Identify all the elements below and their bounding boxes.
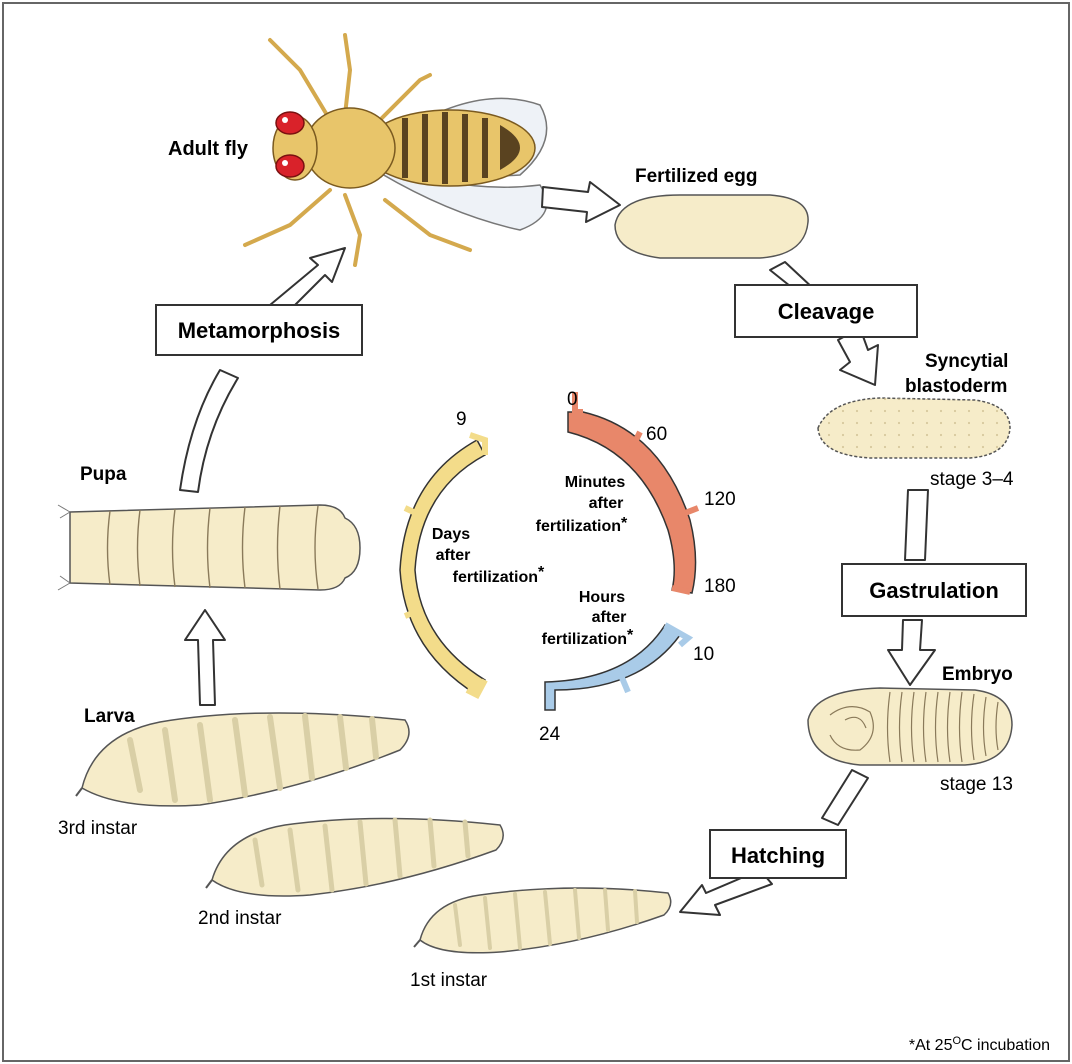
process-hatching: Hatching: [731, 843, 825, 868]
days-caption-1: Days: [432, 526, 470, 543]
box-cleavage: Cleavage: [735, 285, 917, 337]
hours-caption-1: Hours: [579, 589, 625, 606]
embryo-illustration: [808, 688, 1012, 765]
minutes-caption-2: after: [589, 495, 624, 512]
label-1st-instar: 1st instar: [410, 970, 488, 991]
minutes-tick-120: 120: [704, 489, 736, 510]
label-stage-3-4: stage 3–4: [930, 469, 1014, 490]
label-2nd-instar: 2nd instar: [198, 908, 282, 929]
process-cleavage: Cleavage: [778, 299, 875, 324]
hours-caption-2: after: [592, 609, 627, 626]
label-3rd-instar: 3rd instar: [58, 818, 138, 839]
minutes-caption-star: *: [621, 515, 628, 532]
blastoderm-illustration: [818, 398, 1010, 458]
minutes-tick-0: 0: [567, 389, 578, 410]
label-blastoderm: blastoderm: [905, 376, 1007, 397]
label-stage-13: stage 13: [940, 774, 1013, 795]
minutes-caption-1: Minutes: [565, 474, 626, 491]
label-pupa: Pupa: [80, 464, 127, 485]
box-hatching: Hatching: [710, 830, 846, 878]
label-adult-fly: Adult fly: [168, 138, 249, 160]
process-gastrulation: Gastrulation: [869, 578, 999, 603]
box-metamorphosis: Metamorphosis: [156, 305, 362, 355]
minutes-caption-3: fertilization: [536, 518, 621, 535]
arrow-blastoderm-to-gastrulation: [905, 490, 928, 560]
pupa-illustration: [58, 505, 360, 590]
days-tick-9: 9: [456, 409, 467, 430]
egg-illustration: [615, 195, 808, 258]
footnote: *At 25OC incubation: [909, 1035, 1050, 1054]
hours-tick-24: 24: [539, 724, 561, 745]
minutes-tick-60: 60: [646, 424, 667, 445]
days-caption-2: after: [436, 547, 471, 564]
label-fertilized-egg: Fertilized egg: [635, 166, 757, 187]
label-embryo: Embryo: [942, 664, 1013, 685]
days-caption-3: fertilization: [453, 569, 538, 586]
minutes-tick-180: 180: [704, 576, 736, 597]
hours-tick-10: 10: [693, 644, 714, 665]
label-larva: Larva: [84, 706, 135, 727]
box-gastrulation: Gastrulation: [842, 564, 1026, 616]
process-metamorphosis: Metamorphosis: [178, 318, 341, 343]
label-syncytial: Syncytial: [925, 351, 1008, 372]
hours-caption-3: fertilization: [542, 631, 627, 648]
days-caption-star: *: [538, 564, 545, 581]
hours-caption-star: *: [627, 627, 634, 644]
